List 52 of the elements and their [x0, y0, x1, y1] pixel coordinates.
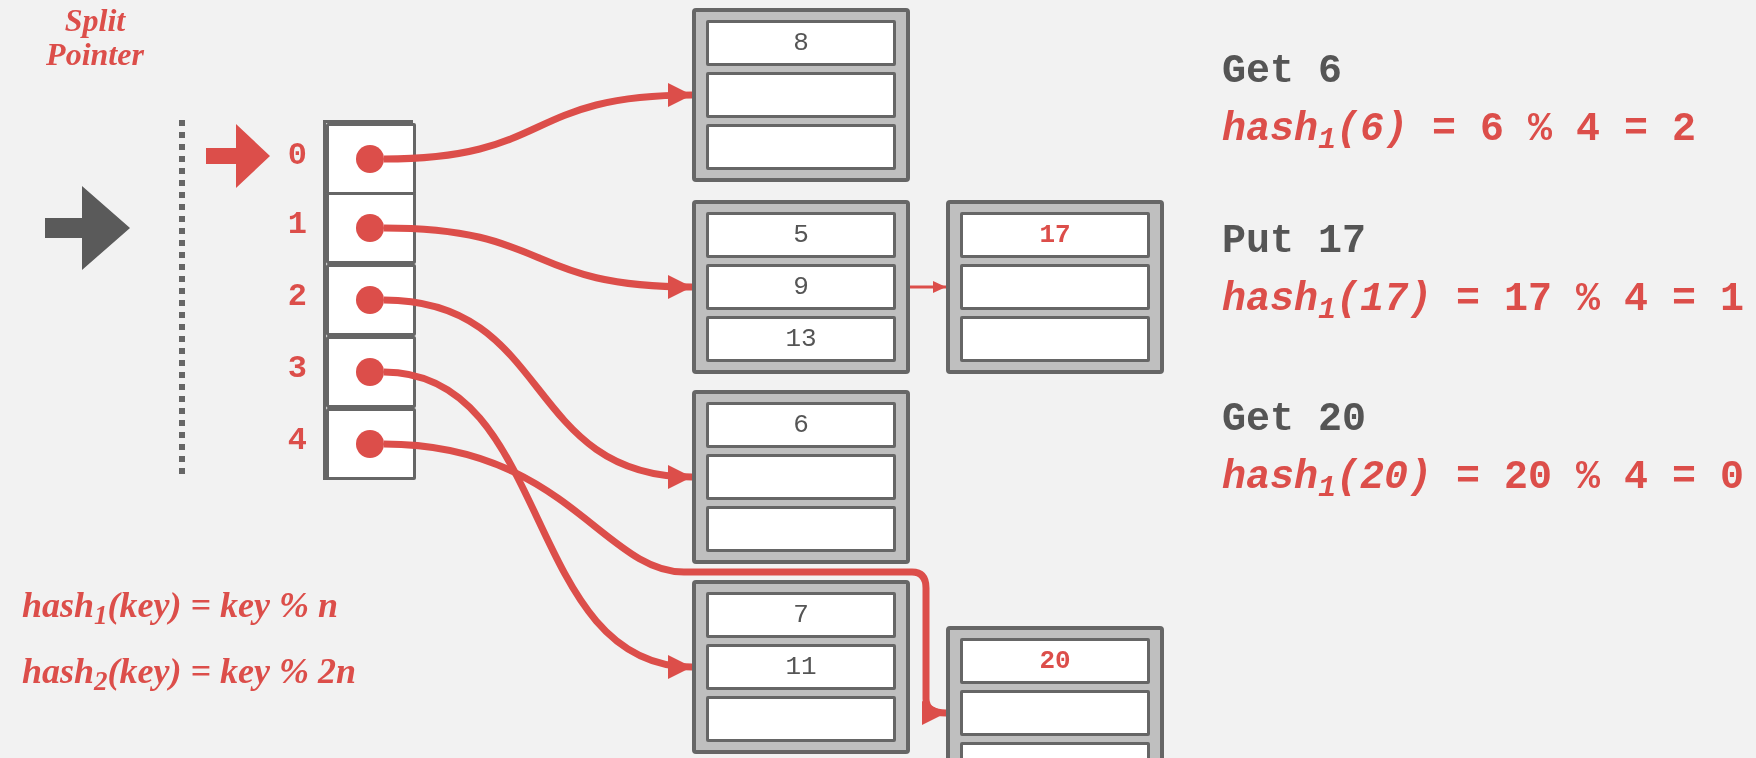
pointer-arrow	[910, 281, 946, 293]
key-value: 5	[793, 222, 809, 248]
operation-label: Put 17	[1222, 218, 1367, 266]
bucket-slot	[960, 690, 1150, 736]
bucket-slot	[706, 316, 896, 362]
slot-index: 4	[287, 425, 307, 457]
pointer-arrow	[383, 83, 693, 163]
bucket-slot	[706, 644, 896, 690]
bucket-box	[692, 580, 910, 754]
pointer-arrow	[383, 224, 693, 299]
key-value: 17	[1039, 222, 1071, 248]
hash-formula: hash$_{1}$(key) = key % n	[22, 584, 338, 632]
bucket-slot	[706, 454, 896, 500]
bucket-slot	[706, 20, 896, 66]
pointer-arrow	[383, 296, 693, 487]
hash-formula: hash$_{2}$(key) = key % 2n	[22, 650, 356, 698]
pointer-caption: Split Pointer	[45, 4, 145, 72]
key-value: 20	[1039, 648, 1071, 674]
slot-index: 2	[287, 281, 307, 313]
bucket-box	[692, 390, 910, 564]
bucket-slot	[706, 72, 896, 118]
bucket-slot	[960, 638, 1150, 684]
bucket-slot	[706, 264, 896, 310]
pointer-arrow	[383, 368, 693, 676]
bucket-box	[946, 626, 1164, 758]
hash-formula: hash$_{1}$(17) = 17 % 4 = 1	[1222, 276, 1745, 329]
bucket-slot	[960, 212, 1150, 258]
key-value: 8	[793, 30, 809, 56]
bucket-slot	[706, 124, 896, 170]
slot-index: 3	[287, 353, 307, 385]
bucket-slot	[706, 212, 896, 258]
operation-label: Get 6	[1222, 48, 1343, 96]
key-value: 9	[793, 274, 809, 300]
bucket-slot	[706, 506, 896, 552]
slot-index: 0	[287, 140, 307, 172]
pointer-arrow	[383, 440, 947, 725]
bucket-box	[692, 200, 910, 374]
hash-formula: hash$_{1}$(6) = 6 % 4 = 2	[1222, 106, 1697, 159]
key-value: 6	[793, 412, 809, 438]
key-value: 13	[785, 326, 817, 352]
bucket-slot	[706, 592, 896, 638]
bucket-slot	[960, 264, 1150, 310]
operation-label: Get 20	[1222, 396, 1367, 444]
key-value: 11	[785, 654, 817, 680]
key-value: 7	[793, 602, 809, 628]
bucket-box	[692, 8, 910, 182]
bucket-slot	[706, 402, 896, 448]
hash-formula: hash$_{1}$(20) = 20 % 4 = 0	[1222, 454, 1745, 507]
bucket-slot	[960, 316, 1150, 362]
bucket-slot	[706, 696, 896, 742]
slot-index: 1	[287, 209, 307, 241]
bucket-box	[946, 200, 1164, 374]
